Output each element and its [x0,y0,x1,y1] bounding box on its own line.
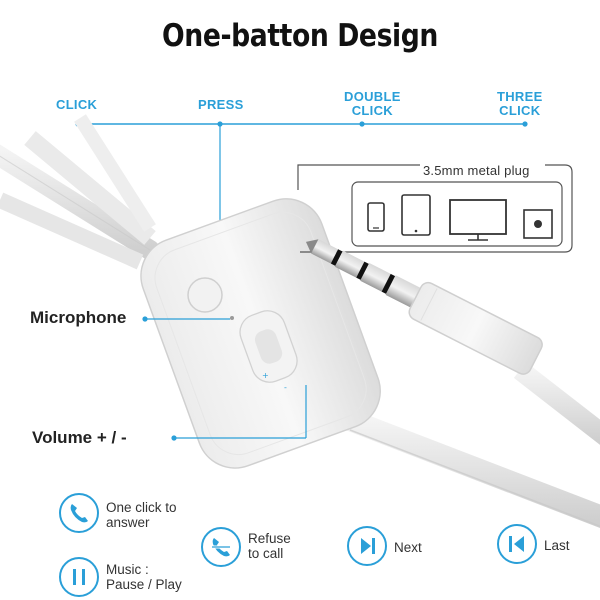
next-icon [347,526,387,566]
phone-answer-icon [59,493,99,533]
audio-plug [305,239,543,375]
phone-icon [367,202,385,232]
timeline-label-double-click: DOUBLE CLICK [344,89,401,118]
microphone-label: Microphone [30,308,127,327]
cable-plug [513,362,600,445]
timeline-label-three-click: THREE CLICK [497,89,543,118]
volume-leader [171,385,307,441]
refuse-text: Refuse to call [248,531,291,561]
press-button[interactable] [187,277,223,313]
timeline-label-click: CLICK [56,97,98,112]
svg-text:+: + [262,371,269,380]
microphone-leader [142,316,230,322]
music-text: Music : Pause / Play [106,562,182,592]
refuse-call-icon [201,527,241,567]
svg-text:-: - [284,383,287,392]
pause-icon [59,557,99,597]
answer-text: One click to answer [106,500,177,530]
cable-bottom [346,409,600,528]
remote-body [140,198,381,469]
page-title: One-batton Design [162,18,438,54]
next-text: Next [394,540,422,555]
tablet-icon [401,194,431,236]
volume-label: Volume + / - [32,428,127,447]
last-text: Last [544,538,570,553]
timeline-label-press: PRESS [198,97,244,112]
cable-left [0,114,160,270]
devices-panel [297,164,573,253]
speaker-icon [523,209,553,239]
monitor-icon [449,199,507,241]
plug-caption: 3.5mm metal plug [423,163,530,178]
last-icon [497,524,537,564]
microphone-hole [230,316,234,320]
